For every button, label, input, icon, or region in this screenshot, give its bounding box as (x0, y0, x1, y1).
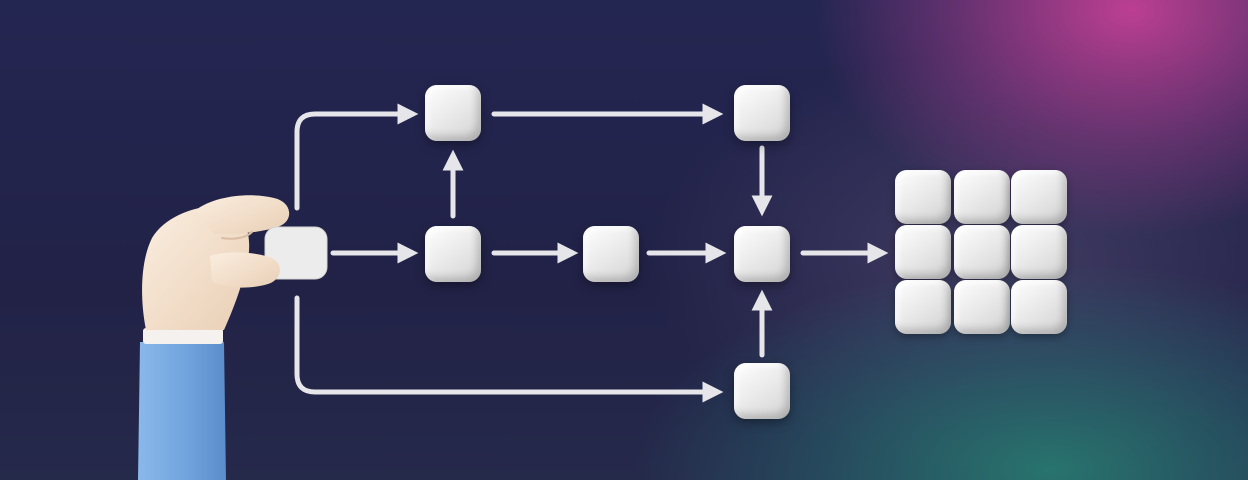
palm (142, 206, 250, 330)
thumb (210, 252, 280, 288)
cube-bottom (734, 363, 790, 419)
index-finger (196, 195, 290, 234)
grid-cube (1011, 225, 1067, 279)
grid-cube (954, 280, 1010, 334)
grid-cube (1011, 170, 1067, 224)
grid-cube (895, 280, 951, 334)
cube-held (264, 226, 328, 280)
grid-cube (895, 225, 951, 279)
arrow-held-to-bottom (294, 295, 724, 403)
grid-cube (1011, 280, 1067, 334)
cube-mid-1 (425, 226, 481, 282)
cube-mid-2 (583, 226, 639, 282)
cuff (143, 328, 223, 344)
sleeve (138, 342, 226, 480)
grid-cube (895, 170, 951, 224)
cube-top-1 (425, 85, 481, 141)
grid-cube (954, 170, 1010, 224)
grid-cube (954, 225, 1010, 279)
cube-merge (734, 226, 790, 282)
arrow-held-to-top-1 (294, 103, 419, 211)
cube-top-2 (734, 85, 790, 141)
